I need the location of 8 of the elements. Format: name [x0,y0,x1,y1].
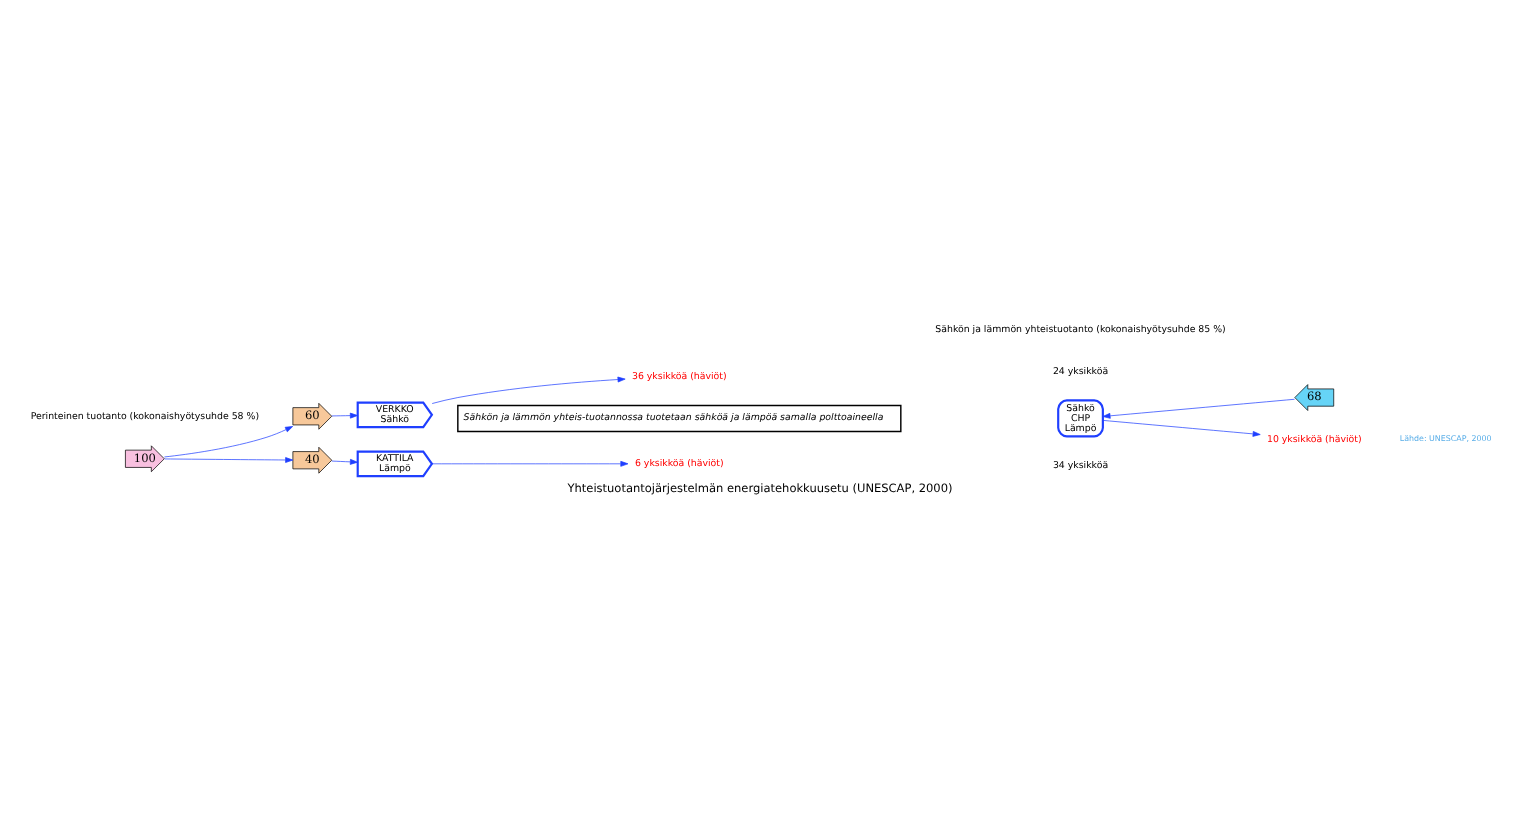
arrow [331,411,358,418]
arrow [1102,397,1295,418]
arrow [331,458,358,464]
arrow [164,425,294,457]
arrow [431,375,626,403]
arrow [164,456,294,462]
arrow [431,459,629,466]
arrow [1102,419,1261,436]
